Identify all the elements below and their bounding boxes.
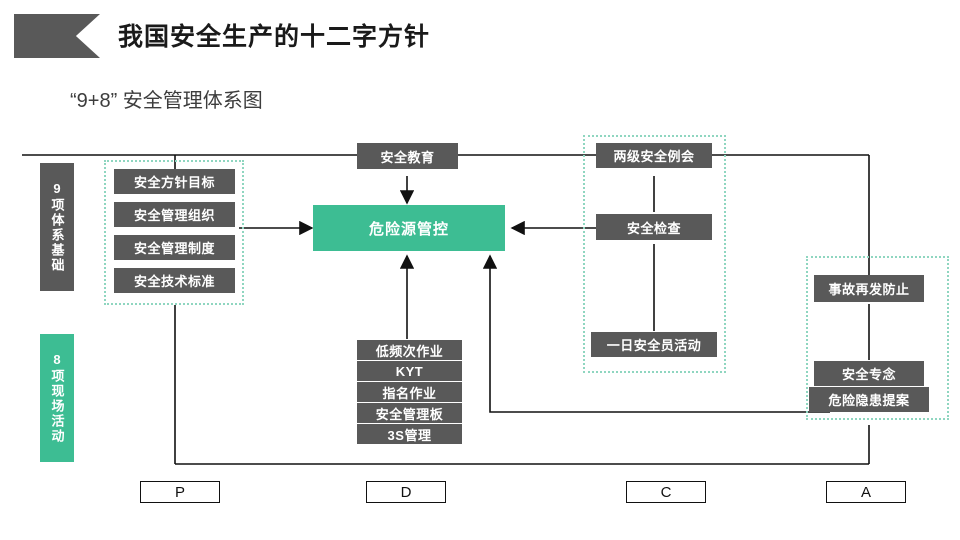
pdca-step-a[interactable]: A bbox=[826, 481, 906, 503]
box-hazard-hidden-danger-proposal[interactable]: 危险隐患提案 bbox=[809, 387, 929, 412]
box-safety-mindfulness[interactable]: 安全专念 bbox=[814, 361, 924, 386]
box-two-level-safety-meeting[interactable]: 两级安全例会 bbox=[596, 143, 712, 168]
box-accident-recurrence-prevention[interactable]: 事故再发防止 bbox=[814, 275, 924, 302]
box-low-frequency-work[interactable]: 低频次作业 bbox=[357, 340, 462, 360]
box-3s-management[interactable]: 3S管理 bbox=[357, 424, 462, 444]
box-safety-management-organization[interactable]: 安全管理组织 bbox=[114, 202, 235, 227]
box-safety-policy-goal[interactable]: 安全方针目标 bbox=[114, 169, 235, 194]
far-right-group-container bbox=[806, 256, 949, 420]
sidebar-item-label: 8项现场活动 bbox=[49, 352, 65, 444]
sidebar-item-eight-activities[interactable]: 8项现场活动 bbox=[40, 334, 74, 462]
right-group-container bbox=[583, 135, 726, 373]
pdca-step-c[interactable]: C bbox=[626, 481, 706, 503]
page-title: 我国安全生产的十二字方针 bbox=[118, 23, 431, 51]
box-safety-technical-standard[interactable]: 安全技术标准 bbox=[114, 268, 235, 293]
sidebar-item-label: 9项体系基础 bbox=[49, 181, 65, 273]
box-hazard-source-control[interactable]: 危险源管控 bbox=[313, 205, 505, 251]
box-kyt[interactable]: KYT bbox=[357, 361, 462, 381]
sidebar-item-nine-basics[interactable]: 9项体系基础 bbox=[40, 163, 74, 291]
box-safety-inspection[interactable]: 安全检查 bbox=[596, 214, 712, 240]
box-safety-management-board[interactable]: 安全管理板 bbox=[357, 403, 462, 423]
left-group-container bbox=[104, 160, 244, 305]
ribbon-banner-icon bbox=[14, 14, 100, 58]
box-daily-safety-officer-activity[interactable]: 一日安全员活动 bbox=[591, 332, 717, 357]
box-designated-work[interactable]: 指名作业 bbox=[357, 382, 462, 402]
pdca-step-d[interactable]: D bbox=[366, 481, 446, 503]
box-safety-education[interactable]: 安全教育 bbox=[357, 143, 458, 169]
box-safety-management-system[interactable]: 安全管理制度 bbox=[114, 235, 235, 260]
pdca-step-p[interactable]: P bbox=[140, 481, 220, 503]
page-subtitle: “9+8” 安全管理体系图 bbox=[70, 90, 263, 112]
